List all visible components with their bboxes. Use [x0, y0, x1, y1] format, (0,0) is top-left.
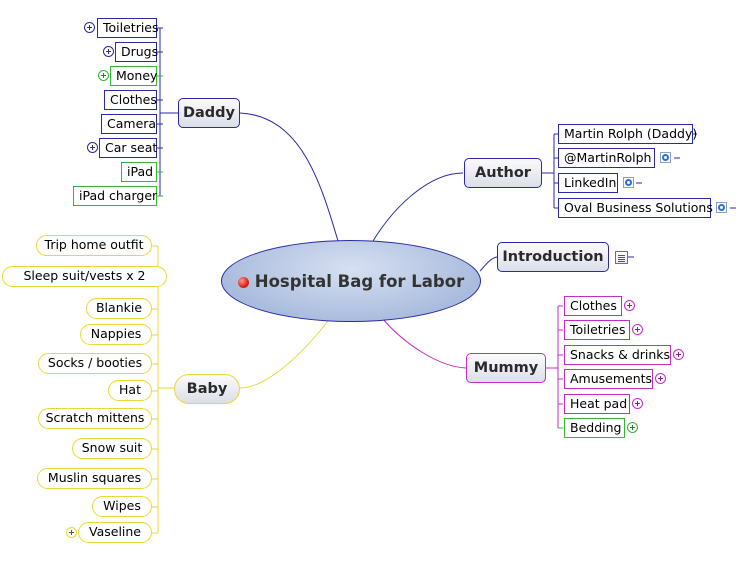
node-label: Car seat	[105, 139, 158, 155]
expand-icon[interactable]	[624, 300, 635, 311]
author-item-twitter[interactable]: @MartinRolph	[558, 148, 655, 168]
central-topic[interactable]: Hospital Bag for Labor	[221, 240, 481, 322]
mummy-item-snacks[interactable]: Snacks & drinks	[564, 345, 671, 365]
node-label: Blankie	[95, 300, 143, 316]
branch-mummy-label: Mummy	[473, 360, 539, 376]
node-label: Hat	[119, 382, 141, 398]
expand-icon[interactable]	[632, 398, 643, 409]
expand-icon[interactable]	[655, 373, 666, 384]
daddy-item-drugs[interactable]: Drugs	[115, 42, 159, 62]
author-item-linkedin[interactable]: LinkedIn	[558, 173, 618, 193]
branch-daddy[interactable]: Daddy	[178, 98, 240, 128]
node-label: Wipes	[103, 498, 141, 514]
expand-icon[interactable]	[66, 527, 77, 538]
expand-icon[interactable]	[98, 70, 109, 81]
node-label: Martin Rolph (Daddy)	[564, 125, 698, 141]
baby-item-trip-home-outfit[interactable]: Trip home outfit	[36, 235, 152, 256]
branch-introduction[interactable]: Introduction	[497, 242, 609, 272]
node-label: Oval Business Solutions	[564, 199, 713, 215]
node-label: Vaseline	[89, 524, 142, 540]
node-label: Muslin squares	[47, 470, 142, 486]
daddy-item-toiletries[interactable]: Toiletries	[97, 18, 159, 38]
baby-item-vaseline[interactable]: Vaseline	[78, 522, 152, 543]
node-label: Clothes	[570, 297, 617, 313]
branch-mummy[interactable]: Mummy	[466, 353, 546, 383]
node-label: Snow suit	[81, 440, 143, 456]
node-label: Sleep suit/vests x 2	[23, 268, 146, 284]
baby-item-scratch-mittens[interactable]: Scratch mittens	[38, 408, 152, 429]
daddy-item-car-seat[interactable]: Car seat	[99, 138, 157, 158]
daddy-item-ipad[interactable]: iPad	[121, 162, 157, 182]
mummy-item-heat-pad[interactable]: Heat pad	[564, 394, 630, 414]
baby-item-nappies[interactable]: Nappies	[80, 324, 152, 345]
expand-icon[interactable]	[87, 142, 98, 153]
node-label: Heat pad	[570, 395, 628, 411]
node-label: Drugs	[121, 43, 159, 59]
branch-baby[interactable]: Baby	[174, 374, 240, 404]
node-label: Amusements	[570, 370, 653, 386]
branch-baby-label: Baby	[186, 381, 228, 397]
branch-daddy-label: Daddy	[182, 105, 236, 121]
mummy-item-bedding[interactable]: Bedding	[564, 418, 625, 438]
node-label: Snacks & drinks	[570, 346, 671, 362]
expand-icon[interactable]	[632, 324, 643, 335]
node-label: iPad charger	[79, 187, 158, 203]
daddy-item-camera[interactable]: Camera	[101, 114, 157, 134]
node-label: Clothes	[110, 91, 157, 107]
expand-icon[interactable]	[84, 22, 95, 33]
node-label: LinkedIn	[564, 174, 617, 190]
pin-icon	[237, 276, 249, 288]
mummy-item-amusements[interactable]: Amusements	[564, 369, 653, 389]
node-label: Bedding	[570, 419, 622, 435]
baby-item-socks-booties[interactable]: Socks / booties	[38, 353, 152, 374]
mummy-item-toiletries[interactable]: Toiletries	[564, 320, 630, 340]
node-label: Money	[116, 67, 158, 83]
daddy-item-ipad-charger[interactable]: iPad charger	[73, 186, 157, 206]
expand-icon[interactable]	[627, 422, 638, 433]
branch-author[interactable]: Author	[464, 158, 542, 188]
expand-icon[interactable]	[673, 349, 684, 360]
node-label: Toiletries	[570, 321, 626, 337]
web-link-icon[interactable]	[623, 177, 634, 188]
baby-item-wipes[interactable]: Wipes	[92, 496, 152, 517]
node-label: @MartinRolph	[564, 149, 652, 165]
baby-item-blankie[interactable]: Blankie	[86, 298, 152, 319]
branch-introduction-label: Introduction	[502, 249, 604, 265]
baby-item-snow-suit[interactable]: Snow suit	[72, 438, 152, 459]
daddy-item-money[interactable]: Money	[110, 66, 157, 86]
node-label: Nappies	[90, 326, 142, 342]
web-link-icon[interactable]	[660, 152, 671, 163]
expand-icon[interactable]	[103, 46, 114, 57]
mummy-item-clothes[interactable]: Clothes	[564, 296, 622, 316]
branch-author-label: Author	[475, 165, 531, 181]
node-label: Socks / booties	[47, 355, 143, 371]
node-label: Trip home outfit	[44, 237, 144, 253]
web-link-icon[interactable]	[716, 202, 727, 213]
author-item-name[interactable]: Martin Rolph (Daddy)	[558, 124, 697, 144]
node-label: iPad	[127, 163, 154, 179]
central-topic-label: Hospital Bag for Labor	[254, 271, 465, 291]
baby-item-hat[interactable]: Hat	[108, 380, 152, 401]
baby-item-muslin-squares[interactable]: Muslin squares	[37, 468, 152, 489]
node-label: Toiletries	[103, 19, 159, 35]
note-icon[interactable]	[615, 251, 628, 264]
author-item-company[interactable]: Oval Business Solutions	[558, 198, 713, 218]
baby-item-sleep-suit[interactable]: Sleep suit/vests x 2	[2, 266, 167, 287]
node-label: Camera	[107, 115, 157, 131]
node-label: Scratch mittens	[45, 410, 145, 426]
daddy-item-clothes[interactable]: Clothes	[104, 90, 157, 110]
